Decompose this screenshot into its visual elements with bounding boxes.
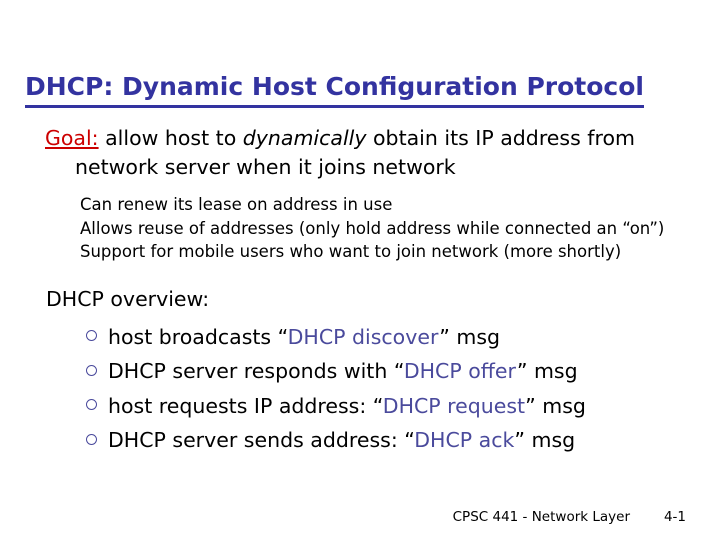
bullet-prefix: host broadcasts “ [108,324,288,349]
hollow-circle-bullet-icon [86,354,100,389]
sub-point-3: Support for mobile users who want to joi… [80,242,622,261]
bullet-suffix: ” msg [516,359,578,383]
message-name: DHCP discover [287,324,440,349]
list-item: DHCP server responds with “DHCP offer” m… [86,354,720,389]
overview-bullet-list: host broadcasts “DHCP discover” msg DHCP… [0,320,720,458]
spacer-after-goal [0,182,720,193]
list-item: host broadcasts “DHCP discover” msg [86,320,720,355]
list-item: host requests IP address: “DHCP request”… [86,389,720,424]
bullet-prefix: host requests IP address: “ [108,393,383,418]
spacer-before-overview [0,264,720,285]
list-item: DHCP server sends address: “DHCP ack” ms… [86,423,720,458]
bullet-suffix: ” msg [514,428,576,452]
bullet-prefix: DHCP server sends address: “ [108,428,415,452]
message-name: DHCP ack [414,428,515,452]
bullet-suffix: ” msg [439,324,501,349]
slide-footer: CPSC 441 - Network Layer 4-1 [0,506,720,528]
hollow-circle-bullet-icon [86,389,100,424]
goal-italic-word: dynamically [242,126,367,150]
bullet-prefix: DHCP server responds with “ [108,359,404,383]
goal-text-before: allow host to [98,126,243,150]
footer-page-number: 4-1 [663,509,686,525]
goal-paragraph: Goal: allow host to dynamically obtain i… [45,124,690,182]
sub-point-1: Can renew its lease on address in use [80,195,393,214]
message-name: DHCP offer [403,359,517,383]
hollow-circle-bullet-icon [86,320,100,355]
bullet-suffix: ” msg [525,393,586,418]
sub-point-2: Allows reuse of addresses (only hold add… [80,218,665,238]
page-title-text: DHCP: Dynamic Host Configuration Protoco… [25,71,644,108]
footer-course-label: CPSC 441 - Network Layer [452,509,630,525]
goal-label: Goal: [45,126,99,150]
page-title: DHCP: Dynamic Host Configuration Protoco… [25,71,695,108]
message-name: DHCP request [382,393,526,418]
slide-body: Goal: allow host to dynamically obtain i… [0,124,720,458]
goal-text-after: obtain its IP address from network serve… [75,126,635,179]
hollow-circle-bullet-icon [86,423,100,458]
overview-heading: DHCP overview: [46,286,210,311]
